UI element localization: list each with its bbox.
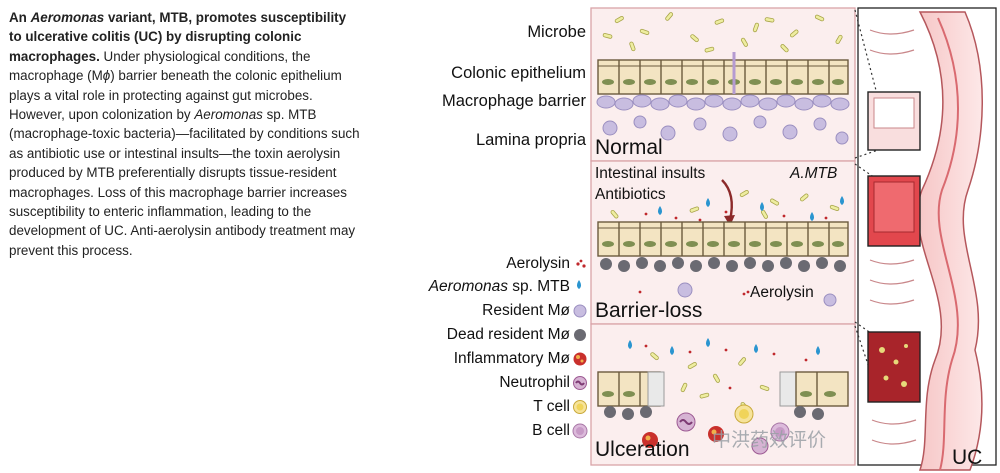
label-colonic-epithelium: Colonic epithelium: [451, 64, 586, 82]
legend-resident-icon: [573, 304, 587, 318]
legend-inflammatory: Inflammatory Mø: [453, 350, 570, 367]
panel-title-normal: Normal: [595, 136, 663, 159]
panel-title-uc: UC: [952, 446, 983, 469]
label-microbe: Microbe: [527, 23, 586, 41]
normal-lamina-macrophages: [602, 115, 849, 145]
legend-aeromonas-italic: Aeromonas: [428, 278, 508, 295]
panel-title-ulceration: Ulceration: [595, 438, 690, 461]
abstract-italic-aeromonas: Aeromonas: [194, 107, 263, 123]
abstract-bold-italic: Aeromonas: [30, 10, 105, 25]
colon-illustration: [867, 11, 983, 471]
legend-resident: Resident Mø: [482, 302, 570, 319]
barrier-loss-epithelium: [597, 221, 849, 257]
legend-icons: [572, 259, 588, 439]
legend-b-cell-icon: [572, 423, 588, 439]
ulceration-epithelium-right: [779, 371, 849, 407]
zoom-connectors: [854, 9, 879, 395]
barrier-loss-microbes: [610, 189, 844, 222]
legend-t-cell-icon: [573, 400, 587, 414]
abstract-phi: ϕ: [102, 68, 111, 84]
abstract-text-3: sp. MTB (macrophage-toxic bacteria)—faci…: [9, 107, 360, 258]
watermark: 中洪药效评价: [712, 430, 827, 451]
label-a-mtb: A.MTB: [790, 165, 838, 182]
figure-abstract-text: An Aeromonas variant, MTB, promotes susc…: [9, 8, 361, 260]
label-antibiotics: Antibiotics: [595, 186, 666, 203]
barrier-loss-dead-macrophages: [600, 257, 846, 272]
legend-dead-resident-icon: [574, 329, 586, 341]
abstract-bold-2: variant, MTB, promotes susceptibility to…: [9, 10, 347, 64]
legend-b-cell: B cell: [532, 422, 570, 439]
label-intestinal-insults: Intestinal insults: [595, 165, 706, 182]
legend-aerolysin-icon: [576, 259, 586, 268]
legend-aeromonas-rest: sp. MTB: [507, 278, 570, 295]
insult-arrow: [721, 179, 735, 226]
barrier-loss-lamina: [638, 282, 837, 307]
label-lamina-propria: Lamina propria: [475, 131, 586, 149]
colon-zoom-ulceration: [867, 331, 921, 403]
legend-neutrophil-icon: [573, 376, 587, 390]
label-macrophage-barrier: Macrophage barrier: [442, 92, 586, 110]
legend-inflammatory-icon: [573, 352, 587, 366]
label-aerolysin-note: Aerolysin: [750, 284, 814, 301]
normal-microbes: [602, 12, 843, 53]
legend-dead-resident: Dead resident Mø: [446, 326, 570, 343]
panel-title-barrier-loss: Barrier-loss: [595, 299, 703, 322]
ulceration-epithelium-left: [597, 371, 665, 407]
abstract-bold-1: An: [9, 10, 31, 25]
legend-t-cell: T cell: [533, 398, 570, 415]
abstract-text-1: Under physiological conditions, the macr…: [9, 48, 311, 84]
legend-mtb-icon: [577, 280, 581, 289]
ulceration-immune-cells: [604, 404, 824, 455]
normal-macrophage-barrier: [596, 94, 850, 111]
normal-epithelium: [597, 52, 849, 95]
abstract-text-2: ) barrier beneath the colonic epithelium…: [9, 68, 342, 123]
legend-neutrophil: Neutrophil: [499, 374, 570, 391]
legend-aerolysin: Aerolysin: [506, 255, 570, 272]
legend-aeromonas: Aeromonas sp. MTB: [429, 278, 570, 296]
